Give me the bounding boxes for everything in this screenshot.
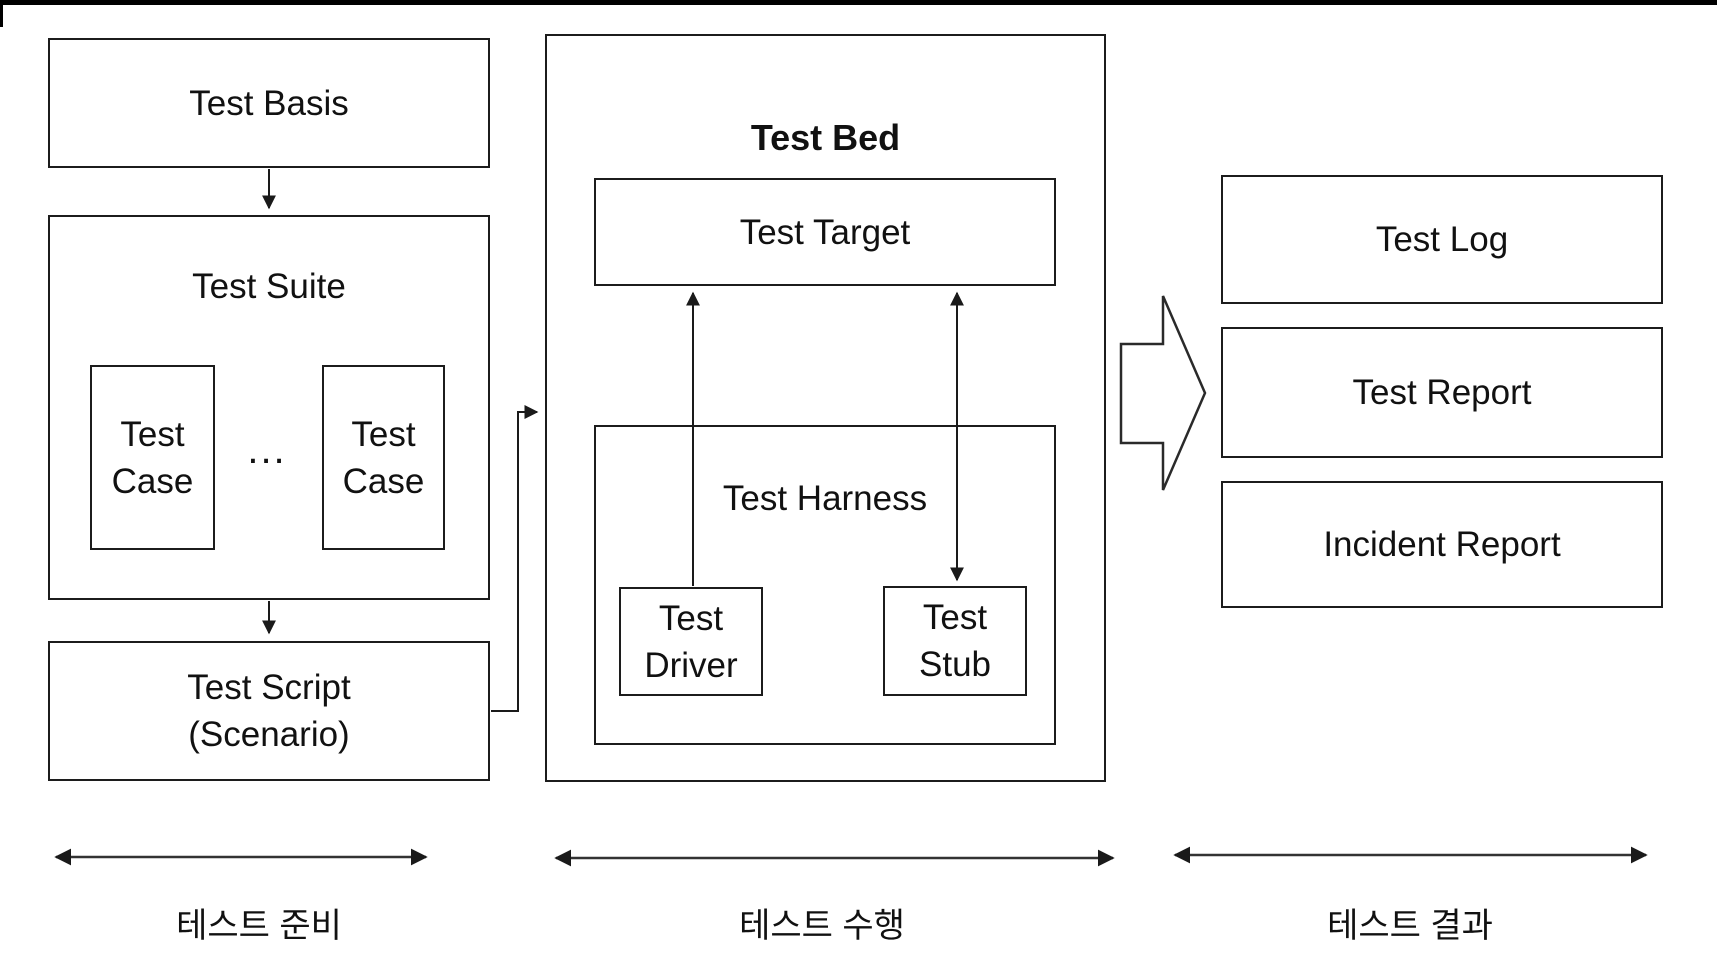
test-script-label-line2: (Scenario) [188, 715, 350, 754]
test-case-label-line1: Test [120, 414, 185, 454]
test-case-ellipsis: ... [247, 427, 287, 472]
test-driver-label-line2: Driver [644, 645, 738, 685]
test-basis-box: Test Basis [48, 38, 490, 168]
test-script-box: Test Script (Scenario) [48, 641, 490, 781]
test-driver-label-line1: Test [658, 598, 724, 638]
test-stub-label-line2: Stub [919, 645, 991, 684]
test-case-label-line2: Case [111, 461, 194, 501]
test-bed-label: Test Bed [750, 117, 901, 158]
test-stub-box: Test Stub [883, 586, 1027, 696]
test-log-label: Test Log [1375, 220, 1509, 259]
incident-report-box: Incident Report [1221, 481, 1663, 608]
phase-label-prepare: 테스트 준비 [176, 907, 342, 945]
arrow-script-to-testbed [491, 405, 539, 712]
phase-label-execute: 테스트 수행 [739, 907, 905, 945]
test-case-label-line1: Test [351, 414, 416, 454]
test-harness-box: Test Harness [594, 425, 1056, 745]
test-suite-label: Test Suite [192, 267, 346, 306]
phase-label-result: 테스트 결과 [1327, 907, 1493, 945]
block-arrow-to-results [1119, 295, 1207, 491]
test-stub-label-line1: Test [922, 598, 988, 637]
test-case-box-right: Test Case [322, 365, 445, 550]
incident-report-label: Incident Report [1323, 525, 1561, 564]
test-driver-box: Test Driver [619, 587, 763, 696]
test-case-label-line2: Case [342, 461, 425, 501]
test-report-box: Test Report [1221, 327, 1663, 458]
test-log-box: Test Log [1221, 175, 1663, 304]
test-report-label: Test Report [1352, 373, 1532, 412]
test-harness-label: Test Harness [722, 479, 928, 518]
top-border-bar [0, 0, 1717, 5]
test-case-box-left: Test Case [90, 365, 215, 550]
test-basis-label: Test Basis [189, 83, 349, 123]
test-target-box: Test Target [594, 178, 1056, 286]
left-border-tick [0, 0, 3, 27]
test-script-label-line1: Test Script [187, 668, 351, 707]
test-target-label: Test Target [739, 212, 911, 252]
